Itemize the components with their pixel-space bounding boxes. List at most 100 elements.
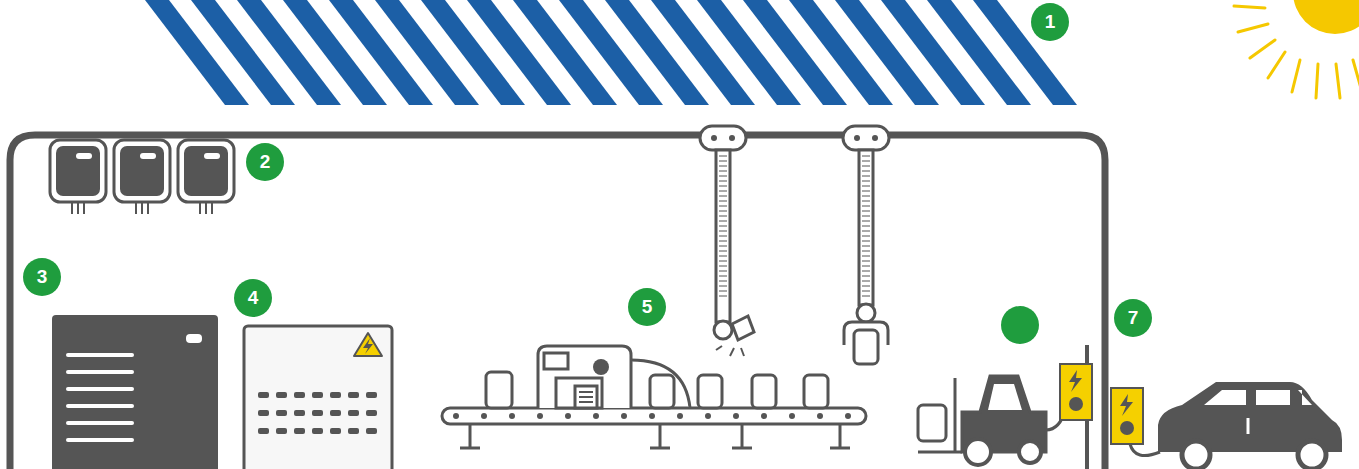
roller [705, 413, 711, 419]
arm-tick [719, 226, 727, 227]
arm-tick [862, 266, 870, 267]
meter-pin [141, 202, 143, 214]
arm-tick [719, 261, 727, 262]
arm-tick [719, 291, 727, 292]
arm-tick [862, 241, 870, 242]
arm-tick [719, 276, 727, 277]
callout-number: 7 [1114, 299, 1152, 337]
cabinet-dot [276, 428, 287, 434]
arm-tick [719, 156, 727, 157]
cabinet-dot [348, 410, 359, 416]
arm-tick [719, 221, 727, 222]
cabinet-dot [348, 392, 359, 398]
callout-number: 1 [1031, 3, 1069, 41]
arm-tick [862, 236, 870, 237]
arm-tick [719, 231, 727, 232]
production-line [442, 346, 866, 448]
roller [733, 413, 739, 419]
solar-roof [145, 0, 1077, 105]
arm-tick [862, 216, 870, 217]
meter-case [114, 140, 170, 202]
arm-tick [862, 221, 870, 222]
arm-tick [862, 156, 870, 157]
meter-pin [135, 202, 137, 214]
callout-number: 4 [234, 279, 272, 317]
roller [565, 413, 571, 419]
roller [649, 413, 655, 419]
arm-tick [862, 181, 870, 182]
meter-pin [77, 202, 79, 214]
arm-tick [862, 246, 870, 247]
roller [593, 413, 599, 419]
arm-tick [719, 176, 727, 177]
cabinet-dot [330, 410, 341, 416]
cabinet-dot [312, 410, 323, 416]
cabinet-dot [348, 428, 359, 434]
arm-tick [719, 191, 727, 192]
arm-tick [862, 191, 870, 192]
arm-tick [719, 296, 727, 297]
arm-tick [862, 286, 870, 287]
arm-tick [719, 266, 727, 267]
meter-pin [205, 202, 207, 214]
arm-tick [719, 181, 727, 182]
arm-tick [862, 271, 870, 272]
arm-tick [862, 171, 870, 172]
arm-tick [862, 251, 870, 252]
forklift [918, 376, 1066, 465]
arm-tick [862, 186, 870, 187]
meter-body [120, 146, 164, 196]
solar-stripe [973, 0, 1077, 105]
meter-display [140, 153, 156, 159]
meter-body [184, 146, 228, 196]
arm-tick [719, 256, 727, 257]
cabinet-dot [258, 428, 269, 434]
cabinet-dot [330, 392, 341, 398]
charging-stations [1060, 345, 1160, 469]
roller [817, 413, 823, 419]
cabinet-dot [258, 392, 269, 398]
arm-tick [862, 211, 870, 212]
roller [509, 413, 515, 419]
cabinet-dot [312, 428, 323, 434]
arm-tick [862, 256, 870, 257]
meter-case [50, 140, 106, 202]
arm-tick [862, 296, 870, 297]
arm-tick [719, 236, 727, 237]
arm-tick [719, 246, 727, 247]
arm-tick [719, 281, 727, 282]
callout-number: 2 [246, 143, 284, 181]
arm-tick [719, 171, 727, 172]
arm-tick [862, 206, 870, 207]
meter-body [56, 146, 100, 196]
meter-display [76, 153, 92, 159]
arm-tick [719, 241, 727, 242]
roller [537, 413, 543, 419]
sun [1234, 0, 1359, 98]
arm-tick [719, 206, 727, 207]
arm-tick [719, 251, 727, 252]
battery-storage [52, 315, 218, 469]
arm-tick [862, 176, 870, 177]
meter-display [204, 153, 220, 159]
meter-pin [147, 202, 149, 214]
arm-tick [862, 161, 870, 162]
cabinet-dot [294, 410, 305, 416]
arm-tick [862, 261, 870, 262]
arm-tick [862, 281, 870, 282]
roller [481, 413, 487, 419]
cabinet-dot [330, 428, 341, 434]
meter-pin [83, 202, 85, 214]
arm-tick [719, 161, 727, 162]
arm-tick [719, 211, 727, 212]
arm-tick [719, 186, 727, 187]
arm-tick [719, 201, 727, 202]
cabinet-dot [258, 410, 269, 416]
roller [845, 413, 851, 419]
arm-tick [862, 276, 870, 277]
arm-tick [862, 196, 870, 197]
callout-marker [1001, 306, 1039, 344]
meter-pin [199, 202, 201, 214]
